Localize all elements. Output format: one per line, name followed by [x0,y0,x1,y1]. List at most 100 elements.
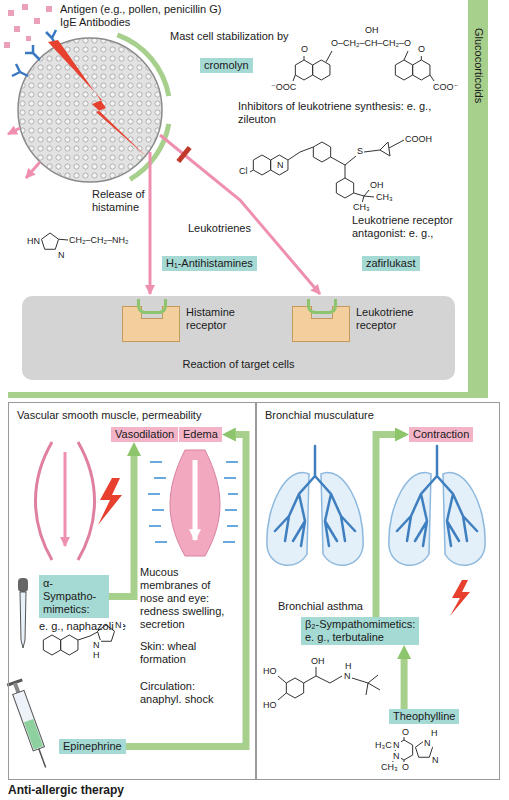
atom-label: O [417,44,426,54]
effect-box: Vasodilation [111,427,178,442]
atom-label: O [401,727,410,737]
antigen-particles [4,4,52,48]
histamine-structure [59,239,68,241]
lungs-contracted [389,446,485,565]
lightning [450,580,470,616]
drug-box: H₁-Antihistamines [162,256,257,271]
dropper-icon [18,578,28,648]
histamine-structure [41,233,58,249]
atom-label: ⁻OOC [270,82,297,92]
caption: Anti-allergic therapy [8,784,124,797]
label: Leukotrienes [188,222,251,235]
vessel-edema [170,450,220,556]
leukotriene-antagonist-structure [250,140,404,203]
node-text: Epinephrine [63,740,122,753]
atom-label: COOH [404,134,433,144]
drug-box: cromolyn [200,58,253,73]
cromolyn-structure [293,51,434,81]
green-arrow [401,659,408,709]
atom-label: H [92,650,101,660]
atom-label: OH [310,656,326,666]
atom-label: N [343,671,352,681]
green-stabilization-arcs [117,35,168,96]
label: Skin: wheal formation [140,640,236,666]
atom-label: HN [26,236,41,246]
leukotriene-antagonist-structure [250,140,404,203]
release-arrows [8,128,20,134]
antigen-particles [34,18,40,24]
vessel-edema [170,450,220,556]
node-text: Vasodilation [115,428,174,441]
panel-heading: Bronchial musculature [257,403,499,428]
edema-fluid [148,462,238,542]
syringe-icon [24,719,43,750]
ige-antibodies [12,30,56,76]
glucocorticoid-bar: Glucocorticoids [468,0,488,398]
antigen-particles [4,42,10,48]
node-text: e. g., naphazoline [39,620,126,633]
atom-label: HO [262,666,278,676]
inhibition-bar [178,148,189,162]
receptor-shape [292,306,350,342]
dropper-icon [20,592,26,648]
atom-label: O [401,762,410,772]
label: IgE Antibodies [60,16,130,29]
terbutaline-structure [286,678,303,698]
atom-label: N [423,738,432,748]
node-text: cromolyn [204,59,249,72]
theophylline-structure [390,736,404,764]
node-text: zafirlukast [366,257,416,270]
atom-label: N [92,640,101,650]
receptor: Histamine receptor [122,306,250,342]
dropper-icon [18,578,28,592]
atom-label: N [431,755,440,765]
cromolyn-structure [413,60,430,80]
atom-label: CH₃ [380,762,399,772]
terbutaline-structure [278,667,380,700]
atom-label: H₃C [374,740,393,750]
atom-label: N [392,740,401,750]
cromolyn-structure [295,60,312,80]
ige-antibodies [12,64,28,76]
atom-label: COO⁻ [432,82,459,92]
green-arrow [126,435,246,747]
release-arrows [149,152,152,294]
node-text: e. g., terbutaline [305,631,415,644]
glucocorticoid-band [8,392,478,398]
leukotriene-antagonist-structure [253,155,270,175]
node-text: Reaction of target cells [22,358,455,371]
label: Release of histamine [92,188,146,214]
atom-label: HO [262,700,278,710]
antagonist-cup [137,299,167,314]
histamine-structure [41,233,68,249]
vessel-dilated [36,442,95,560]
lungs-relaxed [267,446,363,565]
lightning [48,40,148,158]
label: Leukotriene receptor antagonist: e. g., [352,214,455,240]
green-stabilization-arcs [117,35,168,180]
vessel-dilated [64,452,67,546]
panel-heading: Vascular smooth muscle, permeability [9,403,255,428]
naphazoline-structure [43,635,60,655]
node-text: Glucocorticoids [472,28,485,103]
label: Circulation: anaphyl. shock [140,680,236,706]
node-text: Theophylline [393,710,455,723]
mast-cell [18,38,162,182]
effect-box: Edema [179,427,222,442]
panel: Bronchial musculatureContractionβ₂-Sympa… [256,402,500,780]
antigen-particles [14,26,20,32]
effect-box: Contraction [409,427,473,442]
release-arrows [26,162,40,178]
atom-label: N [276,160,285,170]
vessel-dilated [36,442,95,560]
glucocorticoid-band [8,392,478,398]
antigen-particles [8,10,14,16]
atom-label: CH₃ [375,192,394,202]
antigen-particles [46,6,52,12]
target-cell-band: Reaction of target cells Histamine recept… [22,296,455,380]
naphazoline-structure [61,635,78,655]
theophylline-structure [390,736,433,764]
drug-box: Theophylline [389,709,459,724]
leukotriene-antagonist-structure [271,155,288,175]
